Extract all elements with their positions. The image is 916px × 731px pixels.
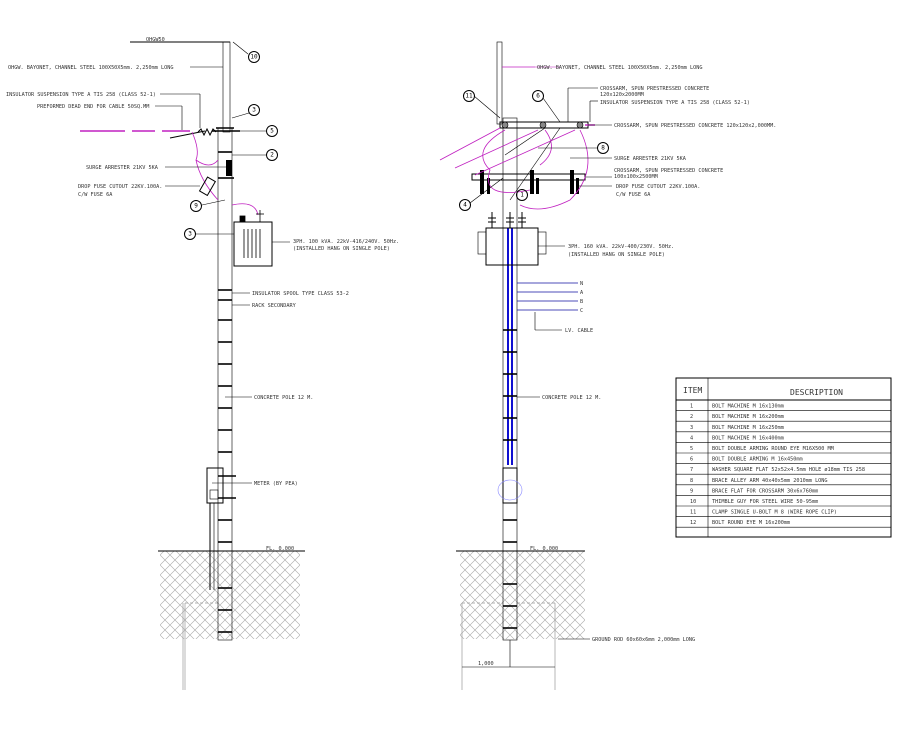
callouts-right: 11 6 8 1 4 [459, 90, 609, 211]
soil-hatch [460, 551, 585, 639]
label-bayonet: OHGW. BAYONET, CHANNEL STEEL 100X50X5mm.… [537, 65, 703, 71]
callout: 5 [270, 128, 274, 135]
table-cell-description: WASHER SQUARE FLAT 52x52x4.5mm HOLE ø18m… [712, 467, 865, 473]
callout: 8 [601, 145, 605, 152]
phase-label: A [580, 290, 584, 296]
label-insulator-suspension: INSULATOR SUSPENSION TYPE A TIS 258 (CLA… [600, 100, 750, 106]
label-dead-end: PREFORMED DEAD END FOR CABLE 50SQ.MM [37, 104, 149, 110]
label-crossarm-low: CROSSARM, SPUN PRESTRESSED CONCRETE [614, 168, 723, 174]
table-cell-description: BOLT MACHINE M 16x400mm [712, 435, 784, 441]
table-cell-item: 11 [690, 510, 696, 516]
table-header-description: DESCRIPTION [790, 388, 843, 397]
table-cell-description: BOLT MACHINE M 16x200mm [712, 414, 784, 420]
label-insulator-suspension: INSULATOR SUSPENSION TYPE A TIS 258 (CLA… [6, 92, 156, 98]
suspension-insulator [197, 127, 217, 137]
concrete-pole [502, 117, 518, 641]
pole-steps [212, 127, 240, 633]
table-header-item: ITEM [683, 386, 702, 395]
label-ground-rod: GROUND ROD 60x60x6mm 2,000mm LONG [592, 637, 695, 643]
label-transformer-2: (INSTALLED HANG ON SINGLE POLE) [568, 252, 665, 258]
table-cell-description: BOLT MACHINE M 16x250mm [712, 425, 784, 431]
label-drop-fuse: DROP FUSE CUTOUT 22KV.100A. [78, 184, 162, 190]
table-cell-description: BOLT MACHINE M 16x130mm [712, 404, 784, 410]
left-pole-elevation: OHGW50 OHGW. BAYONET, CHANNEL STEEL 100X… [6, 37, 399, 690]
meter-box [206, 467, 224, 504]
callout: 11 [465, 93, 473, 100]
label-transformer-2: (INSTALLED HANG ON SINGLE POLE) [293, 246, 390, 252]
soil-hatch [160, 551, 300, 639]
label-drop-fuse-2: C/W FUSE 6A [616, 192, 651, 198]
table-cell-description: THIMBLE GUY FOR STEEL WIRE 50-95mm [712, 499, 818, 505]
label-spool-insulator: INSULATOR SPOOL TYPE CLASS 53-2 [252, 291, 349, 297]
table-cell-description: BOLT DOUBLE ARMING M 16x450mm [712, 457, 803, 463]
table-cell-item: 9 [690, 488, 693, 494]
brace [504, 127, 546, 156]
table-cell-item: 10 [690, 499, 696, 505]
table-cell-description: BRACE ALLEY ARM 40x40x5mm 2010mm LONG [712, 478, 828, 484]
callout: 6 [536, 93, 540, 100]
table-cell-item: 8 [690, 478, 693, 484]
drop-fuse-cutout [198, 176, 217, 197]
ohgw-label: OHGW50 [146, 37, 165, 43]
label-crossarm-top-2: 120x120x2000MM [600, 92, 644, 98]
meter-box [502, 467, 518, 504]
table-cell-item: 4 [690, 435, 693, 441]
label-concrete-pole: CONCRETE POLE 12 M. [542, 395, 601, 401]
table-cell-item: 2 [690, 414, 693, 420]
right-pole-elevation: 1,000 [439, 41, 776, 690]
label-surge-arrester: SURGE ARRESTER 21KV 5KA [86, 165, 159, 171]
callout: 3 [188, 231, 192, 238]
callout: 10 [250, 54, 258, 61]
callout: 9 [194, 203, 198, 210]
table-cell-item: 12 [690, 520, 696, 526]
callouts-left: 10 3 5 2 9 3 [184, 51, 278, 240]
transformer [233, 221, 273, 267]
surge-arrester [226, 160, 232, 176]
label-drop-fuse-2: C/W FUSE 6A [78, 192, 113, 198]
table-cell-item: 3 [690, 425, 693, 431]
phase-label: N [580, 281, 583, 287]
phase-label: C [580, 308, 583, 314]
label-meter: METER (BY PEA) [254, 481, 298, 487]
label-transformer: 3PH. 100 kVA. 22kV-416/240V. 50Hz. [293, 239, 399, 245]
table-cell-description: BOLT ROUND EYE M 16x200mm [712, 520, 790, 526]
table-cell-item: 5 [690, 446, 693, 452]
bayonet-channel [222, 41, 231, 133]
drop-fuse-cutouts [480, 170, 579, 194]
bom-table: ITEM DESCRIPTION 1 BOLT MACHINE M 16x130m… [675, 377, 892, 538]
table-cell-description: BOLT DOUBLE ARMING ROUND EYE M16X500 MM [712, 446, 834, 452]
table-cell-item: 1 [690, 404, 693, 410]
label-concrete-pole: CONCRETE POLE 12 M. [254, 395, 313, 401]
label-drop-fuse: DROP FUSE CUTOUT 22KV.100A. [616, 184, 700, 190]
label-surge-arrester: SURGE ARRESTER 21KV 5KA [614, 156, 687, 162]
lv-phase-lines [517, 282, 578, 311]
table-cell-item: 7 [690, 467, 693, 473]
label-floor-level: FL. 0.000 [266, 546, 294, 552]
label-crossarm-mid: CROSSARM, SPUN PRESTRESSED CONCRETE 120x… [614, 123, 776, 129]
label-lv-cable: LV. CABLE [565, 328, 593, 334]
table-cell-description: BRACE FLAT FOR CROSSARM 30x6x760mm [712, 488, 818, 494]
label-bayonet: OHGW. BAYONET, CHANNEL STEEL 100X50X5mm.… [8, 65, 174, 71]
dimension-label: 1,000 [478, 661, 494, 667]
label-rack-secondary: RACK SECONDARY [252, 303, 297, 309]
callout: 1 [520, 192, 524, 199]
bayonet-channel [496, 41, 503, 125]
callout: 3 [252, 107, 256, 114]
dead-end [169, 130, 206, 139]
callout: 2 [270, 152, 274, 159]
insulators [501, 121, 584, 129]
label-crossarm-top: CROSSARM, SPUN PRESTRESSED CONCRETE [600, 86, 709, 92]
label-transformer: 3PH. 160 kVA. 22kV-400/230V. 50Hz. [568, 244, 674, 250]
table-cell-item: 6 [690, 457, 693, 463]
label-crossarm-low-2: 100x100x2500MM [614, 174, 658, 180]
label-floor-level: FL. 0.000 [530, 546, 558, 552]
phase-label: B [580, 299, 583, 305]
callout: 4 [463, 202, 467, 209]
table-cell-description: CLAMP SINGLE U-BOLT M 8 (WIRE ROPE CLIP) [712, 510, 837, 516]
